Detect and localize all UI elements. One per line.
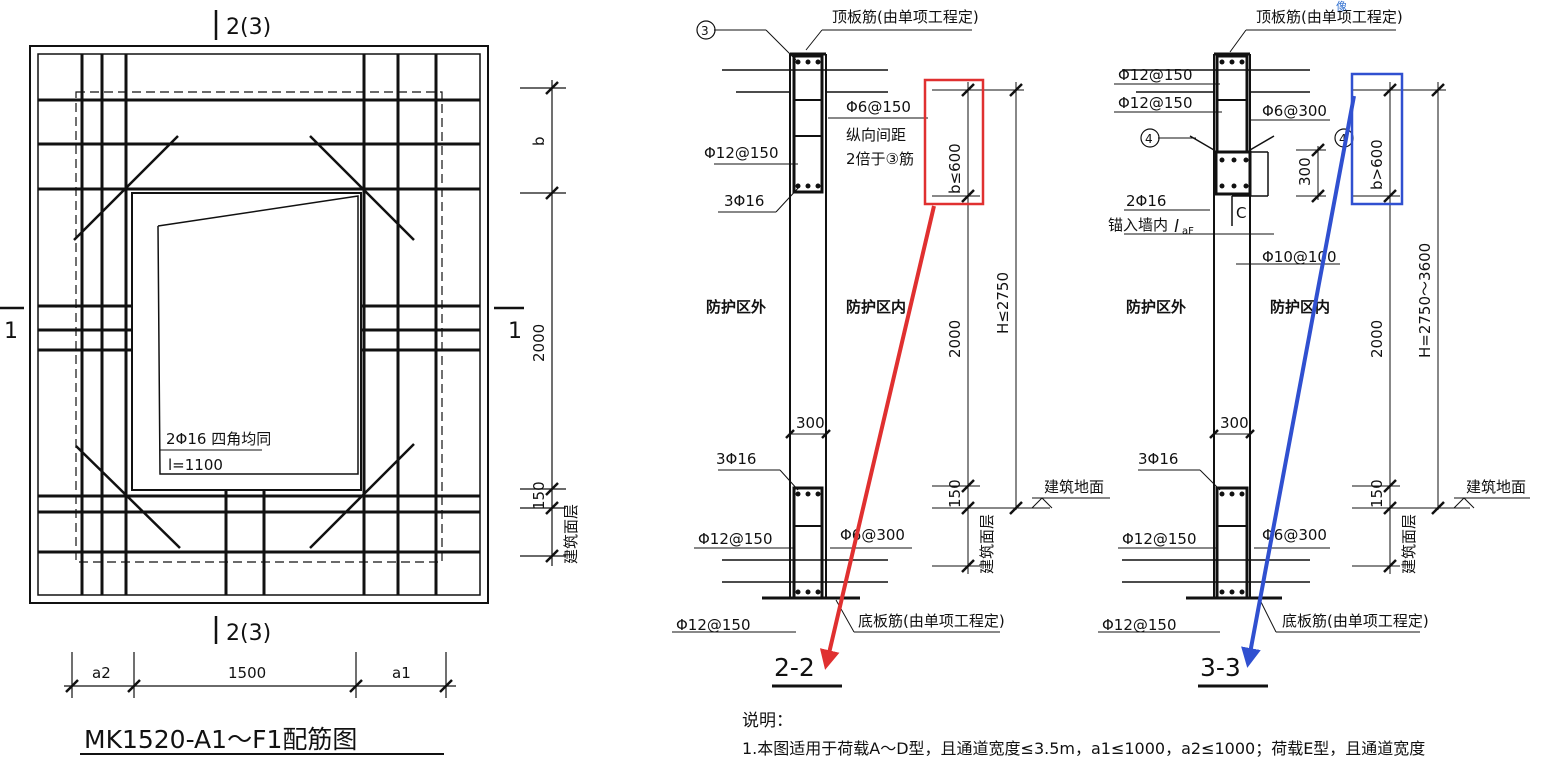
plan-outer-frame — [29, 45, 489, 604]
s33-dist-bars-2: Φ12@150 — [1118, 94, 1193, 112]
plan-dim-a2: a2 — [92, 664, 111, 682]
bottom-horizontal-bars — [38, 494, 480, 554]
red-highlight-box — [923, 78, 985, 206]
plan-section-mark-left: 1 — [4, 319, 18, 344]
right-vertical-bars — [362, 54, 438, 595]
s22-outside: 防护区外 — [706, 298, 766, 316]
plan-section-mark-top: 2(3) — [226, 15, 271, 40]
s22-top-slab: 顶板筋(由单项工程定) — [832, 8, 979, 26]
section-2-2-labels: 3 顶板筋(由单项工程定) Φ6@150 纵向间距 2倍于③筋 Φ12@150 … — [676, 8, 1104, 682]
s33-outside: 防护区外 — [1126, 298, 1186, 316]
s33-dim-300: 300 — [1296, 157, 1314, 186]
plan-labels: 2(3) 2(3) 1 1 2Φ16 四角均同 l=1100 b 2000 15… — [4, 15, 580, 754]
s22-dim-150: 150 — [946, 479, 964, 508]
s33-marker-left: 4 — [1145, 132, 1153, 146]
plan-dim-b: b — [530, 136, 548, 146]
section-3-3 — [1098, 29, 1530, 688]
s22-bars-3-lower: 3Φ16 — [716, 450, 756, 468]
s33-dist-bars-bottom: Φ12@150 — [1102, 616, 1177, 634]
s33-dim-b: b>600 — [1368, 139, 1386, 190]
s33-dim-300-lower: 300 — [1220, 414, 1249, 432]
plan-section-mark-right: 1 — [508, 319, 522, 344]
s22-dim-b: b≤600 — [946, 143, 964, 194]
s33-bars-2: 2Φ16 — [1126, 192, 1166, 210]
s22-note-double: 2倍于③筋 — [846, 150, 914, 168]
section-3-3-labels: 顶板筋(由单项工程定) 像 Φ12@150 Φ12@150 Φ6@300 4 4… — [1102, 0, 1526, 682]
s33-stirrup-top: Φ6@300 — [1262, 102, 1327, 120]
s33-anchor: 锚入墙内 — [1108, 216, 1168, 234]
plan-bottom-dimension — [64, 652, 456, 698]
s22-dim-H: H≤2750 — [994, 272, 1012, 334]
s33-bottom-slab: 底板筋(由单项工程定) — [1282, 612, 1429, 630]
s22-note-spacing: 纵向间距 — [846, 126, 906, 144]
s22-bars-3: 3Φ16 — [724, 192, 764, 210]
s22-dist-bars-lower: Φ12@150 — [698, 530, 773, 548]
s33-dim-H: H=2750～3600 — [1416, 243, 1434, 358]
s22-inside: 防护区内 — [846, 298, 906, 316]
s33-inside: 防护区内 — [1270, 298, 1330, 316]
s33-letter-c: C — [1236, 204, 1246, 222]
plan-dim-2000: 2000 — [530, 324, 548, 362]
s33-stirrup-c: Φ10@100 — [1262, 248, 1337, 266]
side-horizontal-bars — [38, 304, 480, 352]
notes-line-1: 1.本图适用于荷载A～D型，且通道宽度≤3.5m，a1≤1000，a2≤1000… — [742, 739, 1426, 758]
plan-right-dimension — [520, 80, 566, 566]
s22-dist-bars-bottom: Φ12@150 — [676, 616, 751, 634]
marker-4-left-circle — [1140, 128, 1160, 148]
plan-dim-150: 150 — [530, 481, 548, 510]
s33-bars-3-lower: 3Φ16 — [1138, 450, 1178, 468]
plan-title: MK1520-A1～F1配筋图 — [84, 725, 357, 754]
s22-stirrup-lower: Φ6@300 — [840, 526, 905, 544]
plan-floor-finish: 建筑面层 — [562, 504, 580, 564]
plan-section-mark-bottom: 2(3) — [226, 621, 271, 646]
door-leaf — [157, 195, 359, 475]
s33-top-slab: 顶板筋(由单项工程定) — [1256, 8, 1403, 26]
door-opening — [131, 192, 362, 491]
corner-bar-length: l=1100 — [168, 456, 223, 474]
s33-anchor-sub: aF — [1182, 226, 1194, 237]
s33-floor-finish: 建筑面层 — [1400, 514, 1418, 574]
s33-dim-150: 150 — [1368, 479, 1386, 508]
s33-title: 3-3 — [1200, 653, 1241, 682]
s33-stirrup-lower: Φ6@300 — [1262, 526, 1327, 544]
plan-dashed-outline — [75, 91, 443, 563]
blue-highlight-box — [1350, 72, 1404, 206]
s22-dist-bars: Φ12@150 — [704, 144, 779, 162]
mid-vertical-bars — [224, 490, 266, 595]
s33-dist-bars-1: Φ12@150 — [1118, 66, 1193, 84]
marker-3-label: 3 — [701, 24, 709, 38]
s33-anchor-sym: l — [1174, 217, 1179, 237]
s33-ground: 建筑地面 — [1466, 478, 1526, 496]
plan-dim-a1: a1 — [392, 664, 411, 682]
s22-stirrup-top: Φ6@150 — [846, 98, 911, 116]
plan-view — [0, 10, 566, 755]
section-2-2 — [672, 20, 1110, 688]
notes-title: 说明： — [742, 711, 793, 731]
marker-3-circle — [696, 20, 716, 40]
s22-dim-300: 300 — [796, 414, 825, 432]
plan-inner-frame — [37, 53, 481, 596]
blue-highlight-arrow — [1241, 95, 1356, 668]
s33-marker-right: 4 — [1339, 132, 1347, 146]
s22-title: 2-2 — [774, 653, 815, 682]
s22-dim-2000: 2000 — [946, 320, 964, 358]
s22-bottom-slab: 底板筋(由单项工程定) — [858, 612, 1005, 630]
s33-dim-2000: 2000 — [1368, 320, 1386, 358]
corner-bar-label: 2Φ16 四角均同 — [166, 430, 271, 448]
diagonal-corner-bars — [73, 135, 415, 549]
s33-top-mark: 像 — [1336, 0, 1347, 13]
top-horizontal-bars — [38, 98, 480, 191]
left-vertical-bars — [80, 54, 128, 595]
s22-floor-finish: 建筑面层 — [978, 514, 996, 574]
s33-dist-bars-lower: Φ12@150 — [1122, 530, 1197, 548]
plan-dim-1500: 1500 — [228, 664, 266, 682]
s22-ground: 建筑地面 — [1044, 478, 1104, 496]
red-highlight-arrow — [819, 205, 936, 670]
